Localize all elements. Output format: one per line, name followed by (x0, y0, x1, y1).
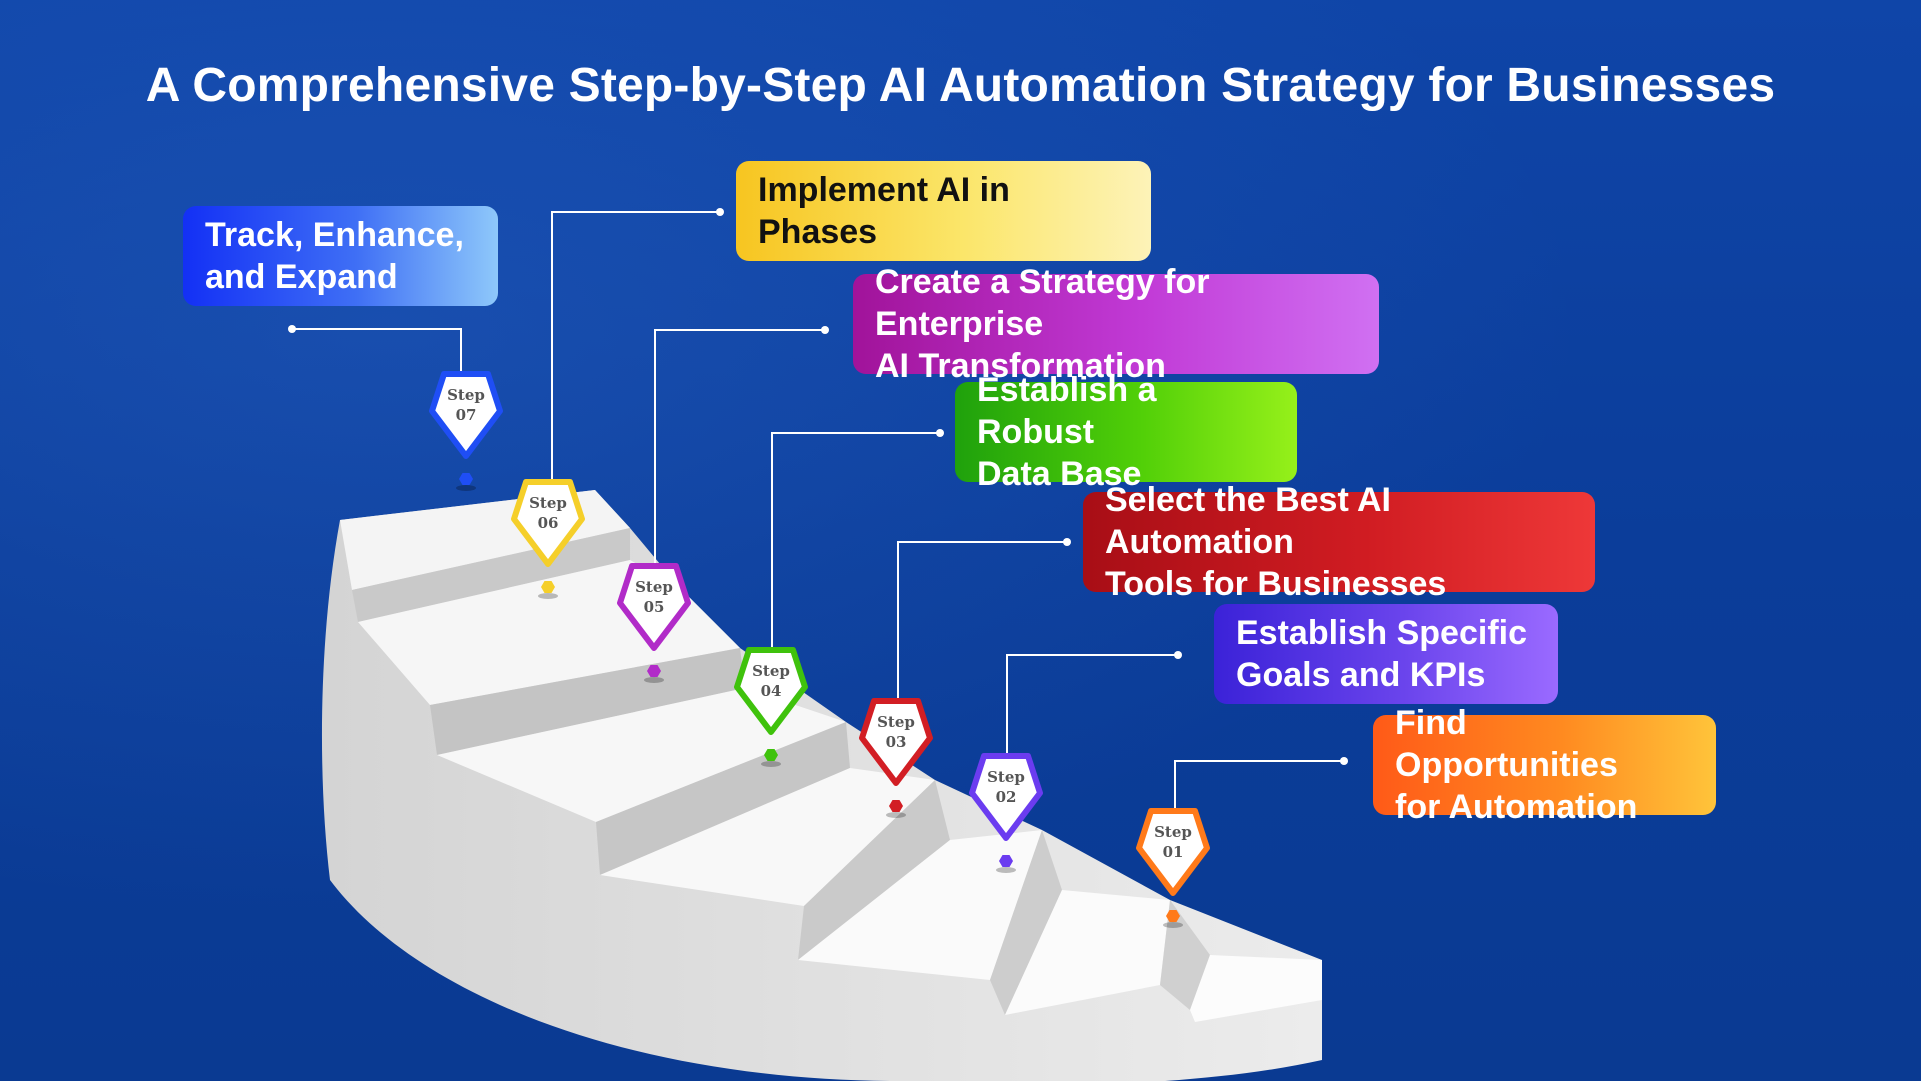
connector-step-03 (897, 541, 1067, 714)
stair-riser (798, 780, 950, 960)
badge-base-dot (764, 749, 778, 761)
connector-dot (1063, 538, 1071, 546)
step-02-line-2: Goals and KPIs (1236, 656, 1486, 694)
badge-step-number: 04 (761, 682, 782, 700)
badge-pin (429, 371, 503, 459)
badge-pin (969, 753, 1043, 841)
badge-step-word: Step (752, 662, 790, 680)
badge-base-dot (647, 665, 661, 677)
badge-shadow (456, 485, 476, 491)
stair-tread (1005, 890, 1170, 1015)
step-badge-06: Step 06 (511, 479, 585, 599)
connector-dot (288, 325, 296, 333)
step-07-line-2: and Expand (205, 258, 398, 296)
step-02-line-1: Establish Specific (1236, 614, 1527, 652)
badge-pin (1136, 808, 1210, 896)
badge-shadow (886, 812, 906, 818)
stair-tread (798, 830, 1042, 980)
connector-step-05 (654, 329, 825, 585)
connector-dot (1174, 651, 1182, 659)
step-06-line-1: Implement AI in Phases (758, 171, 1010, 251)
badge-pin (617, 563, 691, 651)
stair-riser (430, 648, 745, 755)
stair-riser (1160, 900, 1210, 1010)
step-01-box: Find Opportunities for Automation (1373, 704, 1716, 826)
badge-step-word: Step (529, 494, 567, 512)
badge-step-word: Step (877, 713, 915, 731)
step-01-line-1: Find Opportunities (1395, 704, 1618, 784)
step-03-line-1: Select the Best AI Automation (1105, 481, 1391, 561)
connector-dot (821, 326, 829, 334)
step-04-line-2: Data Base (977, 455, 1142, 493)
step-badge-01: Step 01 (1136, 808, 1210, 928)
step-badge-07: Step 07 (429, 371, 503, 491)
badge-step-number: 02 (996, 788, 1017, 806)
connector-dot (936, 429, 944, 437)
step-badge-05: Step 05 (617, 563, 691, 683)
badge-step-number: 07 (456, 406, 477, 424)
step-07-line-1: Track, Enhance, (205, 216, 464, 254)
step-03-line-2: Tools for Businesses (1105, 565, 1447, 603)
step-05-line-1: Create a Strategy for Enterprise (875, 263, 1210, 343)
badge-step-number: 01 (1163, 843, 1184, 861)
badge-shadow (761, 761, 781, 767)
step-07-box: Track, Enhance, and Expand (183, 206, 498, 306)
badge-base-dot (889, 800, 903, 812)
step-05-box: Create a Strategy for Enterprise AI Trans… (853, 263, 1379, 385)
badge-shadow (996, 867, 1016, 873)
badge-shadow (644, 677, 664, 683)
badge-step-word: Step (447, 386, 485, 404)
badge-pin (859, 698, 933, 786)
connector-step-06 (551, 211, 720, 500)
badge-base-dot (999, 855, 1013, 867)
badge-base-dot (541, 581, 555, 593)
stair-riser (990, 830, 1062, 1015)
page-title: A Comprehensive Step-by-Step AI Automati… (145, 59, 1776, 112)
badge-shadow (538, 593, 558, 599)
stair-riser (596, 722, 850, 875)
connector-dot (1340, 757, 1348, 765)
connector-dot (716, 208, 724, 216)
stair-tread (600, 768, 935, 906)
badge-pin (511, 479, 585, 567)
step-01-line-2: for Automation (1395, 788, 1638, 826)
badge-step-number: 03 (886, 733, 907, 751)
connector-step-04 (771, 432, 940, 664)
step-06-box: Implement AI in Phases (736, 161, 1151, 261)
badge-base-dot (459, 473, 473, 485)
stair-tread (437, 688, 846, 822)
step-badge-03: Step 03 (859, 698, 933, 818)
badge-step-word: Step (987, 768, 1025, 786)
badge-step-number: 05 (644, 598, 665, 616)
connector-step-02 (1006, 654, 1178, 770)
connector-lines (292, 211, 1344, 826)
connector-step-01 (1174, 760, 1344, 826)
stair-tread (1190, 955, 1322, 1022)
badge-step-number: 06 (538, 514, 559, 532)
badge-step-word: Step (635, 578, 673, 596)
step-badge-04: Step 04 (734, 647, 808, 767)
badge-base-dot (1166, 910, 1180, 922)
step-04-line-1: Establish a Robust (977, 371, 1157, 451)
step-badges: Step01Step02Step03Step04Step05Step06Step… (429, 371, 1210, 928)
connector-dots (288, 208, 1348, 765)
badge-step-word: Step (1154, 823, 1192, 841)
step-05-line-2: AI Transformation (875, 347, 1166, 385)
badge-pin (734, 647, 808, 735)
badge-shadow (1163, 922, 1183, 928)
step-badge-02: Step 02 (969, 753, 1043, 873)
